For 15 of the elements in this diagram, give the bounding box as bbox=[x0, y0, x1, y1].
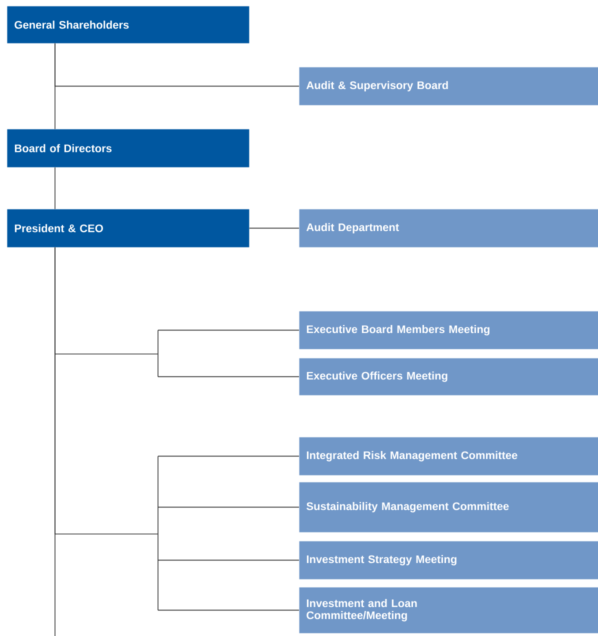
org-box: Audit & Supervisory Board bbox=[299, 67, 598, 106]
org-box: Board of Directors bbox=[7, 129, 250, 168]
org-box: Executive Board Members Meeting bbox=[299, 311, 598, 350]
org-box: President & CEO bbox=[7, 209, 250, 248]
org-box: Investment and Loan Committee/Meeting bbox=[299, 587, 598, 634]
connector-line bbox=[54, 247, 56, 636]
org-box: Integrated Risk Management Committee bbox=[299, 437, 598, 476]
org-box: General Shareholders bbox=[7, 6, 250, 44]
connector-line bbox=[54, 167, 56, 210]
org-box: Investment Strategy Meeting bbox=[299, 541, 598, 580]
org-box: Sustainability Management Committee bbox=[299, 482, 598, 532]
connector-line bbox=[54, 43, 56, 130]
connector-line bbox=[249, 228, 300, 229]
org-box: Executive Officers Meeting bbox=[299, 358, 598, 396]
org-box: Audit Department bbox=[299, 209, 598, 248]
